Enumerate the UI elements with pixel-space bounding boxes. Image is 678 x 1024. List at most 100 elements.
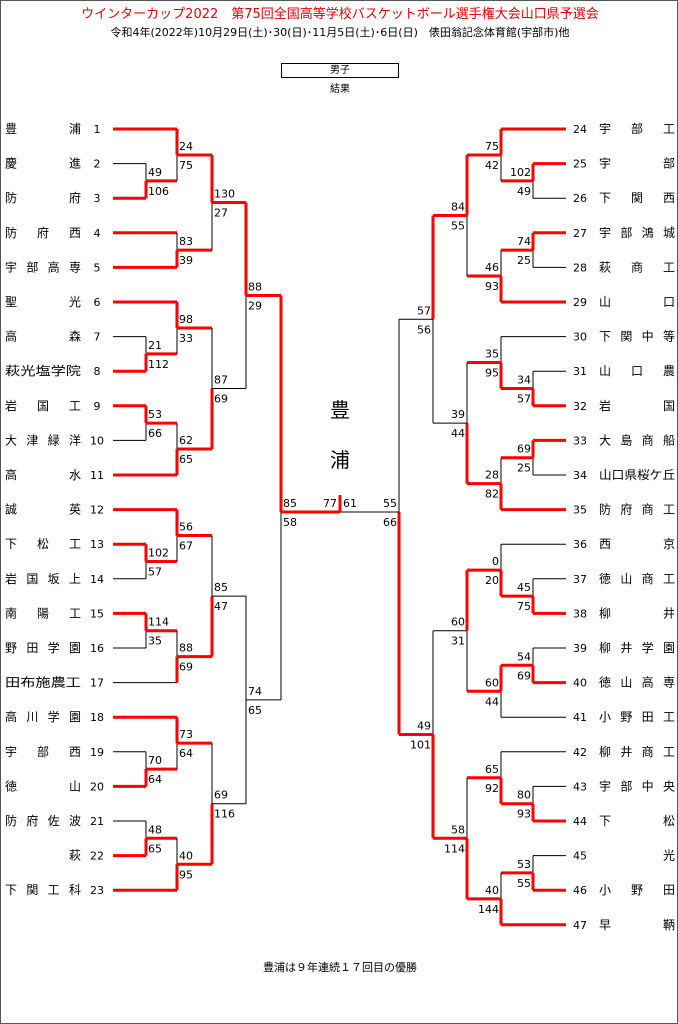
score: 85 bbox=[214, 581, 228, 594]
score: 74 bbox=[248, 685, 262, 698]
team-name-39: 柳井学園 bbox=[599, 640, 675, 655]
seed-number-17: 17 bbox=[90, 677, 104, 690]
champion-char-2: 浦 bbox=[330, 448, 350, 472]
score: 69 bbox=[214, 393, 228, 406]
seed-number-37: 37 bbox=[573, 573, 587, 586]
team-name-11: 高水 bbox=[5, 467, 81, 482]
team-name-25: 宇部 bbox=[599, 156, 675, 171]
team-name-4: 防府西 bbox=[5, 225, 81, 240]
seed-number-32: 32 bbox=[573, 400, 587, 413]
score: 85 bbox=[283, 497, 297, 510]
score: 35 bbox=[148, 635, 162, 648]
score: 48 bbox=[148, 823, 162, 836]
score: 112 bbox=[148, 358, 169, 371]
seed-number-34: 34 bbox=[573, 469, 587, 482]
score: 40 bbox=[485, 884, 499, 897]
score: 57 bbox=[148, 566, 162, 579]
score: 33 bbox=[179, 332, 193, 345]
score: 130 bbox=[214, 188, 235, 201]
score: 44 bbox=[451, 427, 465, 440]
score: 87 bbox=[214, 374, 228, 387]
team-name-19: 宇部西 bbox=[5, 744, 81, 759]
seed-number-47: 47 bbox=[573, 919, 587, 932]
seed-number-2: 2 bbox=[94, 158, 101, 171]
seed-number-14: 14 bbox=[90, 573, 104, 586]
team-name-32: 岩国 bbox=[599, 398, 675, 413]
score: 64 bbox=[179, 747, 193, 760]
score: 53 bbox=[517, 858, 531, 871]
seed-number-36: 36 bbox=[573, 538, 587, 551]
score: 65 bbox=[179, 453, 193, 466]
team-name-44: 下松 bbox=[599, 814, 675, 828]
team-name-20: 徳山 bbox=[5, 778, 81, 793]
score: 102 bbox=[510, 166, 531, 179]
score: 95 bbox=[485, 367, 499, 380]
score: 64 bbox=[148, 773, 162, 786]
score: 44 bbox=[485, 695, 499, 708]
score: 31 bbox=[451, 635, 465, 648]
score: 83 bbox=[179, 235, 193, 248]
team-name-6: 聖光 bbox=[5, 295, 81, 309]
seed-number-15: 15 bbox=[90, 607, 104, 620]
seed-number-13: 13 bbox=[90, 538, 104, 551]
seed-number-6: 6 bbox=[94, 296, 101, 309]
page-subtitle: 令和4年(2022年)10月29日(土)･30(日)･11月5日(土)･6日(日… bbox=[110, 26, 570, 39]
seed-number-26: 26 bbox=[573, 192, 587, 205]
seed-number-30: 30 bbox=[573, 331, 587, 344]
score: 69 bbox=[179, 661, 193, 674]
score: 34 bbox=[517, 374, 531, 387]
score: 69 bbox=[517, 669, 531, 682]
team-name-21: 防府佐波 bbox=[5, 813, 81, 828]
team-name-31: 山口農 bbox=[599, 364, 675, 378]
seed-number-20: 20 bbox=[90, 780, 104, 793]
seed-number-33: 33 bbox=[573, 434, 587, 447]
score: 45 bbox=[517, 581, 531, 594]
score: 88 bbox=[179, 642, 193, 655]
seed-number-21: 21 bbox=[90, 815, 104, 828]
seed-number-16: 16 bbox=[90, 642, 104, 655]
score: 60 bbox=[451, 616, 465, 629]
score: 65 bbox=[148, 842, 162, 855]
score: 55 bbox=[517, 877, 531, 890]
score: 93 bbox=[485, 280, 499, 293]
seed-number-10: 10 bbox=[90, 434, 104, 447]
team-name-23: 下関工科 bbox=[5, 883, 81, 897]
team-name-15: 南陽工 bbox=[5, 605, 81, 620]
team-name-29: 山口 bbox=[599, 295, 675, 309]
seed-number-7: 7 bbox=[94, 331, 101, 344]
score: 27 bbox=[214, 207, 228, 220]
team-name-22: 萩 bbox=[69, 849, 81, 863]
score: 65 bbox=[248, 704, 262, 717]
team-name-8: 萩光塩学院 bbox=[5, 363, 81, 378]
seed-number-5: 5 bbox=[94, 261, 101, 274]
seed-number-19: 19 bbox=[90, 746, 104, 759]
team-name-13: 下松工 bbox=[5, 537, 81, 551]
seed-number-43: 43 bbox=[573, 780, 587, 793]
final-score-right: 61 bbox=[343, 497, 357, 510]
score: 54 bbox=[517, 650, 531, 663]
team-name-9: 岩国工 bbox=[5, 398, 81, 413]
seed-number-3: 3 bbox=[94, 192, 101, 205]
score: 24 bbox=[179, 140, 193, 153]
score: 73 bbox=[179, 728, 193, 741]
seed-number-31: 31 bbox=[573, 365, 587, 378]
footer-note: 豊浦は９年連続１７回目の優勝 bbox=[263, 961, 417, 974]
score: 57 bbox=[517, 393, 531, 406]
seed-number-25: 25 bbox=[573, 158, 587, 171]
score: 0 bbox=[492, 555, 499, 568]
team-name-2: 慶進 bbox=[5, 157, 81, 171]
score: 102 bbox=[148, 547, 169, 560]
page-title: ウインターカップ2022 第75回全国高等学校バスケットボール選手権大会山口県予… bbox=[81, 7, 599, 22]
score: 49 bbox=[417, 720, 431, 733]
team-name-10: 大津緑洋 bbox=[5, 432, 81, 447]
score: 106 bbox=[148, 185, 169, 198]
score: 98 bbox=[179, 313, 193, 326]
score: 56 bbox=[179, 521, 193, 534]
seed-number-29: 29 bbox=[573, 296, 587, 309]
score: 69 bbox=[517, 443, 531, 456]
seed-number-46: 46 bbox=[573, 884, 587, 897]
score: 20 bbox=[485, 574, 499, 587]
score: 66 bbox=[148, 427, 162, 440]
score: 74 bbox=[517, 235, 531, 248]
